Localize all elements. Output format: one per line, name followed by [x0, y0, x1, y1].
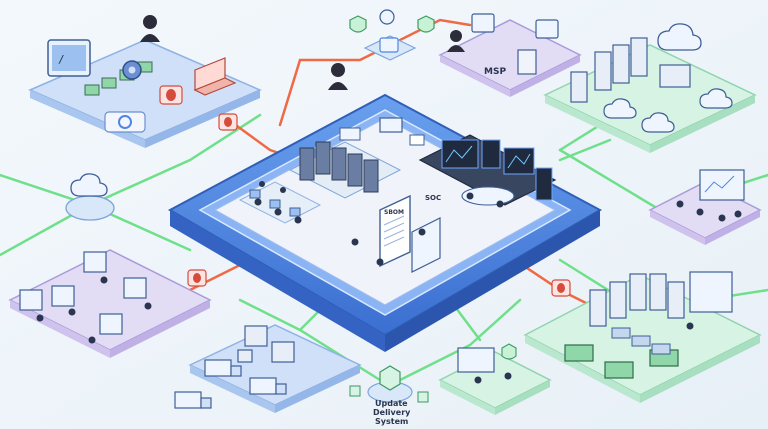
soc-room: SOC [418, 134, 557, 208]
server-rack-icon [570, 37, 648, 103]
bug-icon [218, 113, 238, 131]
shield-icon [501, 343, 517, 360]
analysis-platform [438, 343, 552, 415]
soc-screens [441, 139, 553, 201]
developer-platform: / [28, 15, 262, 148]
msp-label: MSP [484, 67, 506, 77]
server-rack-icon [589, 273, 685, 327]
hardware-platform [523, 271, 762, 403]
update-label-line3: System [375, 417, 408, 426]
package-icon [379, 365, 401, 391]
truck-icon [204, 359, 242, 377]
cloud-icon [70, 173, 108, 197]
office-platform [648, 169, 762, 245]
svg-text:/: / [58, 53, 65, 66]
soc-label: SOC [425, 194, 441, 202]
sbom-label: SBOM [384, 209, 404, 216]
cloud-icon [657, 23, 702, 51]
update-label-line2: Delivery [373, 408, 411, 417]
cloud-datacenter-platform [543, 23, 757, 153]
server-rack-icon [517, 49, 537, 75]
workstation-area [238, 181, 322, 224]
sbom-area: SBOM [351, 194, 441, 273]
hacker-icon [140, 15, 160, 42]
shield-icon [417, 15, 435, 33]
gear-icon [122, 60, 142, 80]
bug-icon [187, 269, 207, 287]
laptop-icon [193, 57, 237, 96]
cloud-icon [641, 112, 675, 133]
hacker-icon [447, 30, 465, 52]
hacker-icon [328, 63, 348, 90]
logistics-platform [188, 324, 362, 413]
package-icon [237, 325, 295, 363]
server-rack-icon [299, 141, 379, 193]
cloud-node [65, 173, 115, 221]
dev-office-platform [8, 249, 212, 358]
bug-icon [159, 85, 183, 105]
update-delivery-node: Update Delivery System [349, 365, 429, 426]
msp-platform: MSP [438, 13, 582, 97]
truck-icon [249, 377, 287, 395]
cloud-icon [699, 88, 733, 109]
shield-icon [349, 15, 367, 33]
server-room [288, 117, 425, 199]
shield-node [349, 9, 435, 61]
update-label-line1: Update [375, 399, 408, 408]
globe-icon [379, 9, 395, 25]
cloud-icon [603, 98, 637, 119]
bug-icon [551, 279, 571, 297]
truck-icon [174, 391, 212, 409]
